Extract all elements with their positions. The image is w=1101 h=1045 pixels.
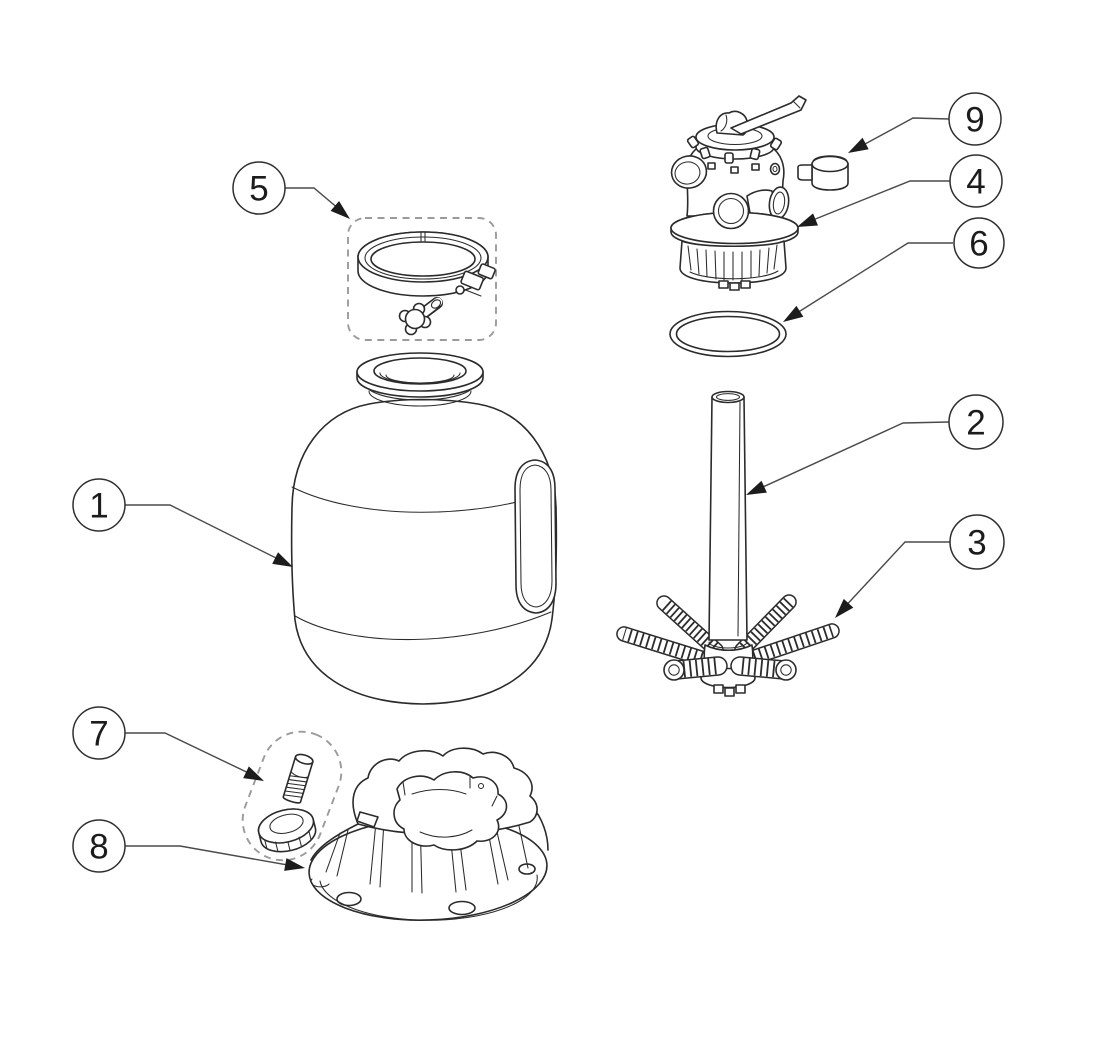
lateral-upper-right (734, 594, 797, 658)
valve-collar (679, 240, 787, 291)
leader-arrowheads (243, 137, 869, 871)
o-ring (669, 310, 787, 358)
valve-handle (715, 95, 807, 136)
callout-2: 2 (948, 394, 1004, 450)
lateral-upper-left (656, 595, 724, 658)
leader-8 (125, 845, 300, 868)
callout-3-number: 3 (967, 524, 986, 563)
callout-5-circle (232, 161, 286, 215)
callout-1-circle (72, 478, 126, 532)
gauge-fitting (797, 155, 849, 191)
callout-9-number: 9 (965, 101, 984, 140)
drain-plug-bolt (282, 753, 314, 804)
callout-6-circle (953, 217, 1005, 269)
arrowhead-2 (746, 480, 767, 495)
arrowhead-8 (284, 858, 305, 871)
callout-8-circle (72, 819, 126, 873)
base-skirt-ribs (325, 809, 529, 894)
leader-2 (751, 421, 950, 493)
valve-front-port (712, 192, 750, 230)
clamp-band (357, 231, 489, 297)
callout-4-circle (949, 154, 1003, 208)
valve-right-port (746, 186, 790, 220)
filter-tank (290, 352, 558, 705)
callout-6-number: 6 (969, 225, 988, 264)
base-collar (352, 747, 538, 851)
clamp-latch (455, 263, 496, 297)
lateral-far-left (616, 626, 712, 667)
callout-5-number: 5 (249, 170, 268, 209)
multiport-valve (670, 95, 807, 291)
base-bolt-holes (310, 782, 536, 916)
callout-1: 1 (72, 478, 126, 532)
flange-clamp-assembly (347, 217, 497, 341)
lateral-far-right (744, 623, 840, 666)
filter-base (308, 747, 549, 921)
callout-5: 5 (232, 161, 286, 215)
valve-collar-ribs (687, 244, 778, 281)
base-foot-rim (308, 817, 548, 921)
callout-8-number: 8 (89, 828, 108, 867)
tank-side-window (514, 459, 557, 614)
callout-9-circle (948, 92, 1002, 146)
callout-7-circle (72, 706, 126, 760)
drain-plug-dashed-box (241, 730, 343, 862)
lateral-front-left (663, 656, 728, 681)
leader-9 (853, 117, 950, 151)
tank-lower-seam (294, 611, 552, 641)
callout-4-number: 4 (966, 163, 985, 202)
callout-7-number: 7 (89, 715, 108, 754)
valve-left-port (670, 155, 708, 189)
lateral-front-right (730, 656, 797, 681)
drain-plug-assembly (241, 730, 343, 862)
valve-lid-bolts (686, 135, 783, 174)
base-skirt-left-edge (310, 823, 359, 861)
leader-lines (125, 117, 953, 868)
callout-9: 9 (948, 92, 1002, 146)
valve-side-hole (769, 162, 781, 176)
callout-1-number: 1 (89, 487, 108, 526)
standpipe-lateral-assembly (616, 390, 840, 697)
callout-4: 4 (949, 154, 1003, 208)
arrowhead-7 (243, 766, 264, 781)
tank-body-outline (290, 398, 558, 705)
arrowhead-9 (848, 137, 869, 153)
callout-6: 6 (953, 217, 1005, 269)
leader-7 (125, 732, 260, 779)
standpipe (708, 390, 748, 641)
leader-3 (840, 541, 950, 612)
callout-8: 8 (72, 819, 126, 873)
tank-neck (356, 352, 484, 407)
leader-1 (125, 504, 289, 565)
callout-3-circle (949, 514, 1005, 570)
callout-2-number: 2 (966, 404, 985, 443)
callout-3: 3 (949, 514, 1005, 570)
callout-2-circle (948, 394, 1004, 450)
arrowhead-5 (330, 201, 350, 219)
arrowhead-6 (783, 305, 804, 322)
clamp-dashed-box (347, 217, 497, 341)
leader-4 (802, 180, 950, 225)
leader-6 (788, 242, 953, 319)
callout-7: 7 (72, 706, 126, 760)
drain-plug-cap (257, 808, 317, 853)
callouts: 1 2 3 4 5 6 7 8 (72, 92, 1005, 873)
arrowhead-1 (272, 552, 293, 567)
arrowhead-4 (797, 213, 818, 227)
arrowhead-3 (835, 598, 854, 618)
clamp-knob (398, 297, 443, 336)
